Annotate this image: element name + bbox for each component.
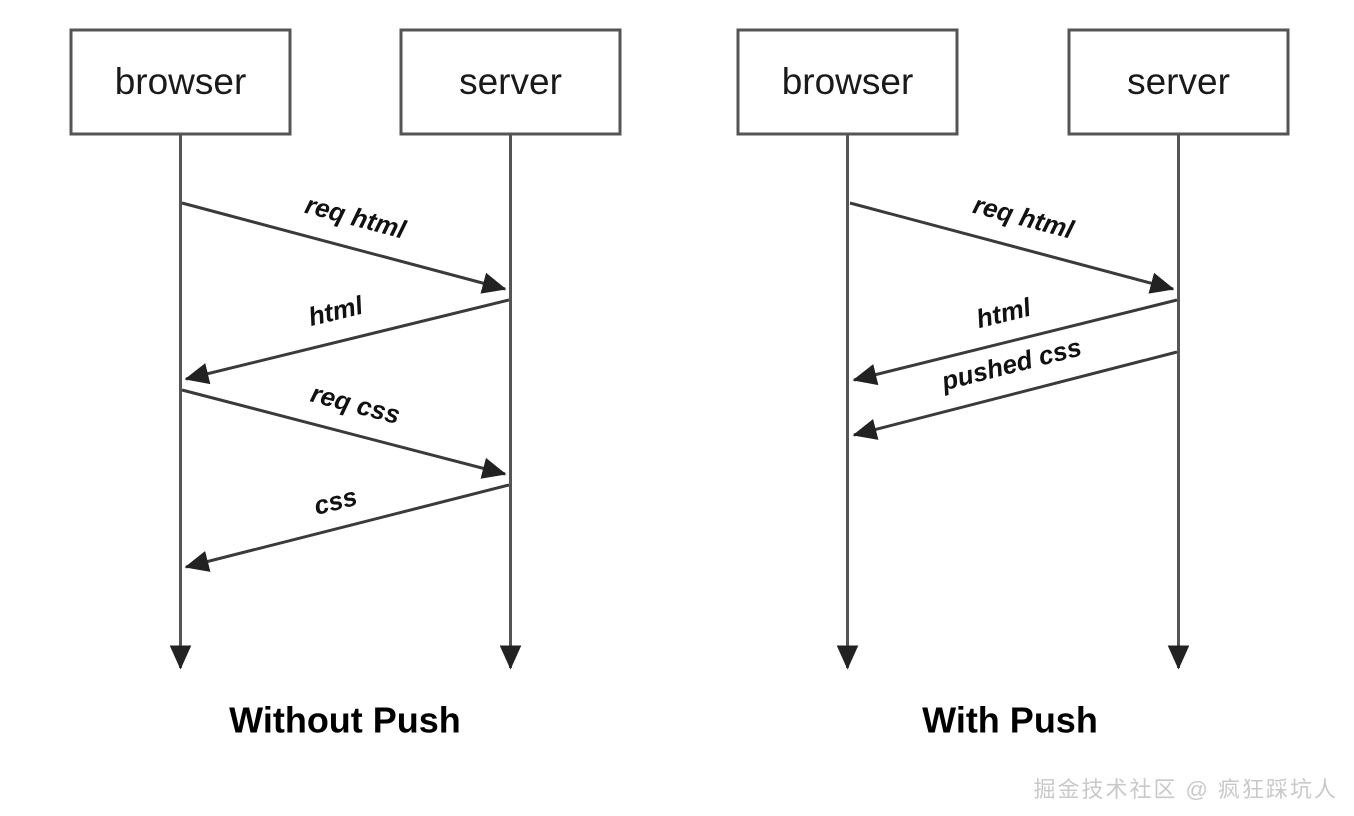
message-arrow: [184, 298, 510, 385]
participant-box: [736, 28, 959, 136]
message-arrow: [852, 350, 1178, 440]
participant-label: browser: [782, 61, 914, 102]
watermark-text: 掘金技术社区 @ 疯狂踩坑人: [1033, 777, 1338, 802]
participant-box: [399, 28, 622, 136]
panel-caption-with-push: With Push: [922, 700, 1098, 741]
participant-label: server: [1127, 61, 1230, 102]
panel-caption-without-push: Without Push: [229, 700, 461, 741]
panel-without-push: browser server req html html: [69, 28, 622, 741]
message-arrow: [184, 483, 510, 572]
panel-with-push: browser server req html html: [736, 28, 1290, 741]
message-label: req html: [970, 189, 1078, 245]
message-req-html-right: req html: [849, 189, 1175, 294]
message-pushed-css-right: pushed css: [852, 332, 1178, 440]
participant-browser-left[interactable]: browser: [69, 28, 292, 136]
participant-label: server: [459, 61, 562, 102]
participant-server-left[interactable]: server: [399, 28, 622, 136]
message-label: req html: [302, 189, 410, 245]
message-arrow: [849, 201, 1175, 294]
message-req-css-left: req css: [181, 378, 507, 479]
message-arrow: [181, 388, 507, 479]
participant-box: [69, 28, 292, 136]
participant-label: browser: [115, 61, 247, 102]
participant-browser-right[interactable]: browser: [736, 28, 959, 136]
participant-server-right[interactable]: server: [1067, 28, 1290, 136]
message-arrow: [181, 201, 507, 294]
message-html-left: html: [184, 290, 510, 385]
message-label: req css: [308, 378, 404, 430]
message-req-html-left: req html: [181, 189, 507, 294]
participant-box: [1067, 28, 1290, 136]
message-arrow: [852, 298, 1178, 386]
message-label: html: [305, 290, 366, 332]
message-label: html: [973, 292, 1034, 334]
message-css-left: css: [184, 481, 510, 572]
message-label: css: [311, 481, 360, 521]
